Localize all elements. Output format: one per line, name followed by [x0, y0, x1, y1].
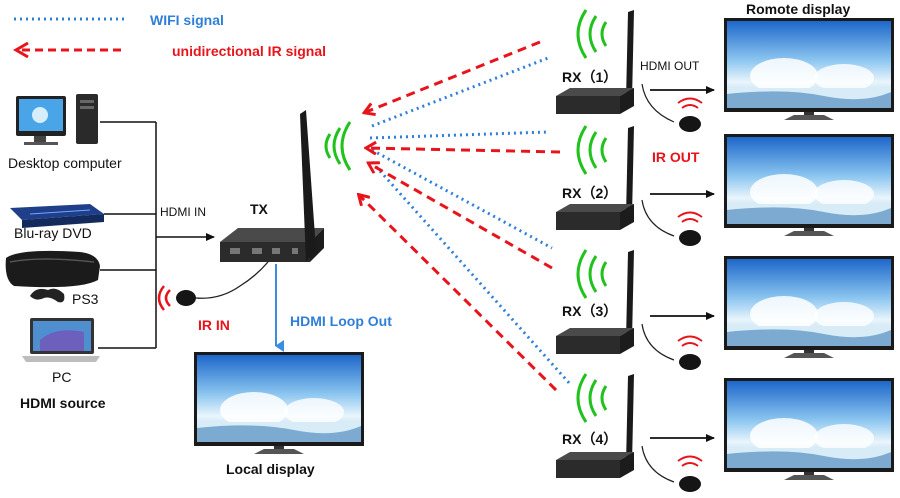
remote-display-label: Romote display: [746, 1, 850, 17]
tx-antenna: [300, 110, 316, 262]
wifi-legend-label: WIFI signal: [150, 12, 224, 28]
tx-transmitter-device: [220, 110, 324, 262]
desktop-computer-icon: [16, 94, 98, 145]
wifi-links: [369, 56, 572, 385]
rx-unit-3: [556, 249, 634, 354]
hdmi-in-label: HDMI IN: [160, 205, 206, 219]
hdmi-source-bus: [98, 121, 215, 349]
hdmi-out-arrows: [650, 86, 715, 442]
rx-3-label: RX（3）: [562, 303, 617, 319]
local-display-tv: [194, 352, 364, 454]
rx-2-label: RX（2）: [562, 185, 617, 201]
ir-out-label: IR OUT: [652, 149, 700, 165]
ir-out-emitter-4: [641, 445, 703, 492]
tx-label: TX: [250, 201, 269, 217]
ps3-label: PS3: [72, 291, 99, 307]
ir-out-emitter-2: [641, 199, 703, 246]
ir-legend-label: unidirectional IR signal: [172, 43, 326, 59]
ir-legend-arrowhead: [13, 41, 29, 59]
ir-out-emitter-1: [641, 83, 703, 132]
remote-display-tv-1: [724, 18, 894, 120]
bluray-label: Blu-ray DVD: [14, 225, 92, 241]
local-display-label: Local display: [226, 461, 315, 477]
hdmi-source-label: HDMI source: [20, 395, 106, 411]
remote-display-tv-3: [724, 256, 894, 358]
ir-in-label: IR IN: [198, 317, 230, 333]
pc-label: PC: [52, 369, 71, 385]
desktop-computer-label: Desktop computer: [8, 155, 122, 171]
laptop-pc-icon: [22, 318, 100, 362]
rx-unit-2: [556, 125, 634, 230]
tx-signal-waves-icon: [324, 121, 352, 171]
hdmi-out-label: HDMI OUT: [640, 59, 700, 73]
bluray-player-icon: [10, 204, 104, 228]
remote-display-tv-2: [724, 134, 894, 236]
rx-4-label: RX（4）: [562, 431, 617, 447]
rx-unit-4: [556, 373, 634, 478]
hdmi-loop-out-label: HDMI Loop Out: [290, 313, 392, 329]
remote-display-tv-4: [724, 378, 894, 480]
legend: WIFI signal unidirectional IR signal: [13, 12, 326, 59]
rx-1-label: RX（1）: [562, 69, 617, 85]
rx-unit-1: [556, 9, 634, 114]
ir-out-emitter-3: [641, 323, 703, 370]
ir-in-receiver: [157, 261, 269, 311]
ir-links: [360, 40, 561, 392]
ps3-console-icon: [5, 250, 101, 303]
